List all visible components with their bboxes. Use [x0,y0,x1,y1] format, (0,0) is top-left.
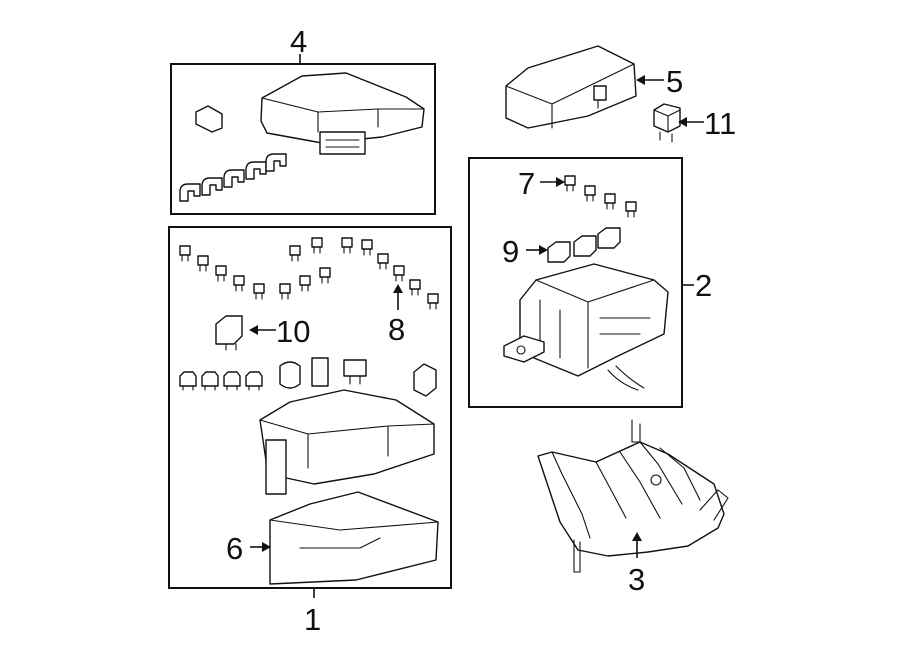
callout-8: 8 [388,312,405,347]
callout-5: 5 [666,64,683,99]
callout-3: 3 [628,562,645,597]
callout-2: 2 [695,268,712,303]
arrow-10 [249,325,258,335]
arrow-6 [262,542,271,552]
group-box-4 [170,63,436,215]
part-5-relay-box-cover [505,45,637,129]
arrow-9 [539,245,548,255]
part-11-relay [653,103,681,143]
callout-6: 6 [226,531,243,566]
callout-7: 7 [518,166,535,201]
callout-4: 4 [290,24,307,59]
part-3-mounting-bracket [537,419,729,573]
callout-10: 10 [276,314,310,349]
arrow-8 [393,284,403,293]
part-4-fuse-box-cover [179,72,425,202]
arrow-7 [556,177,565,187]
arrow-11 [678,117,687,127]
arrow-5 [636,75,645,85]
callout-11: 11 [704,106,736,141]
group-box-1 [168,226,452,589]
part-2-relay-box [503,175,669,391]
group-box-2 [468,157,683,408]
callout-9: 9 [502,234,519,269]
callout-1: 1 [304,602,321,637]
arrow-3 [632,532,642,541]
part-1-fuse-box-assembly [179,237,439,585]
